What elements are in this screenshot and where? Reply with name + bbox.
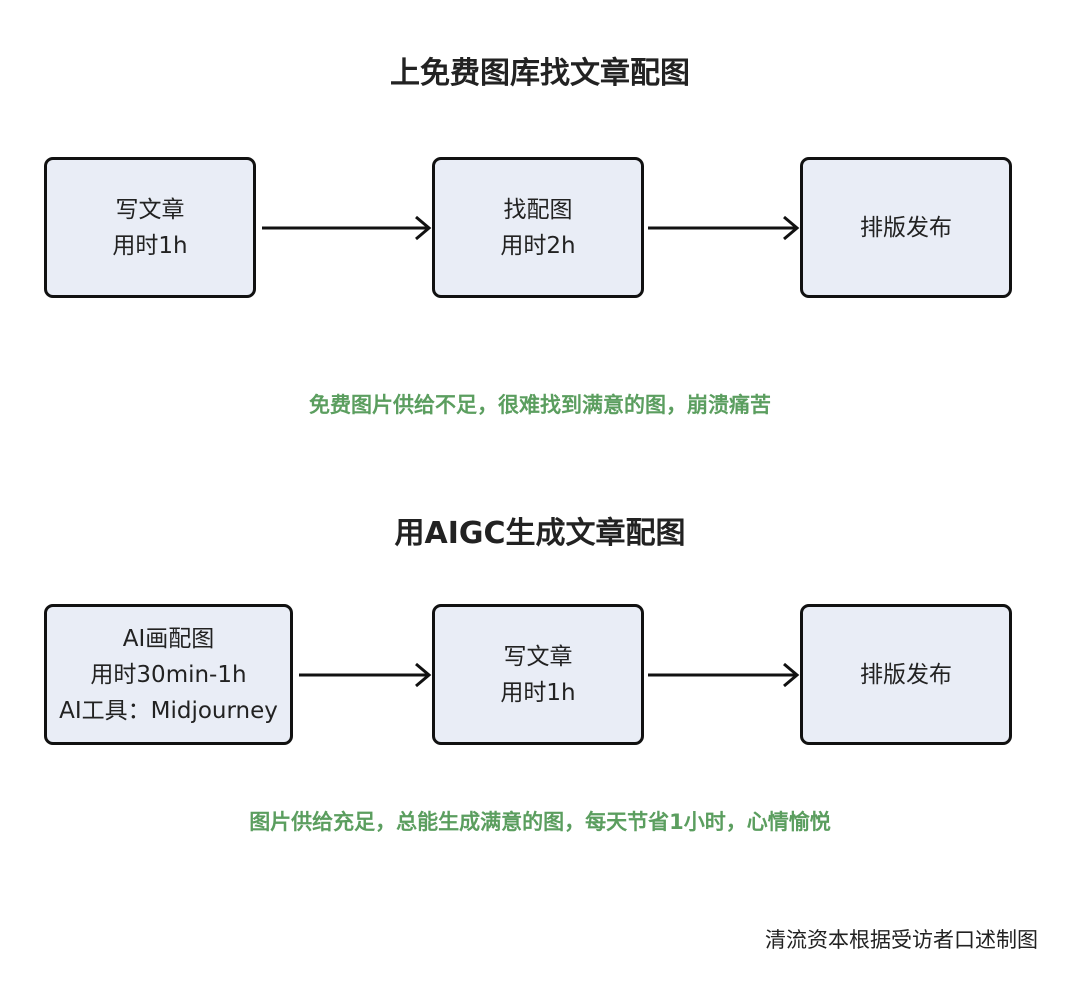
arrow-right-icon xyxy=(648,662,800,688)
step-duration: 用时2h xyxy=(500,232,576,259)
step-label: 写文章 xyxy=(115,196,185,223)
step-label: 排版发布 xyxy=(860,661,952,688)
section2-step3-box: 排版发布 xyxy=(800,604,1012,745)
step-duration: 用时30min-1h xyxy=(90,661,247,688)
source-credit: 清流资本根据受访者口述制图 xyxy=(765,928,1038,952)
section1-note: 免费图片供给不足，很难找到满意的图，崩溃痛苦 xyxy=(309,393,771,417)
section1-step2-box: 找配图 用时2h xyxy=(432,157,644,298)
section2-step1-box: AI画配图 用时30min-1h AI工具：Midjourney xyxy=(44,604,293,745)
step-label: AI画配图 xyxy=(122,625,215,652)
step-label: 排版发布 xyxy=(860,214,952,241)
arrow-right-icon xyxy=(299,662,432,688)
arrow-right-icon xyxy=(262,215,432,241)
section2-step2-box: 写文章 用时1h xyxy=(432,604,644,745)
step-duration: 用时1h xyxy=(500,679,576,706)
step-duration: 用时1h xyxy=(112,232,188,259)
section2-title: 用AIGC生成文章配图 xyxy=(394,516,686,551)
section1-title: 上免费图库找文章配图 xyxy=(390,56,690,91)
step-label: 找配图 xyxy=(503,196,573,223)
step-label: 写文章 xyxy=(503,643,573,670)
section2-note: 图片供给充足，总能生成满意的图，每天节省1小时，心情愉悦 xyxy=(249,810,831,834)
arrow-right-icon xyxy=(648,215,800,241)
section1-step1-box: 写文章 用时1h xyxy=(44,157,256,298)
section1-step3-box: 排版发布 xyxy=(800,157,1012,298)
step-tool: AI工具：Midjourney xyxy=(59,697,278,724)
